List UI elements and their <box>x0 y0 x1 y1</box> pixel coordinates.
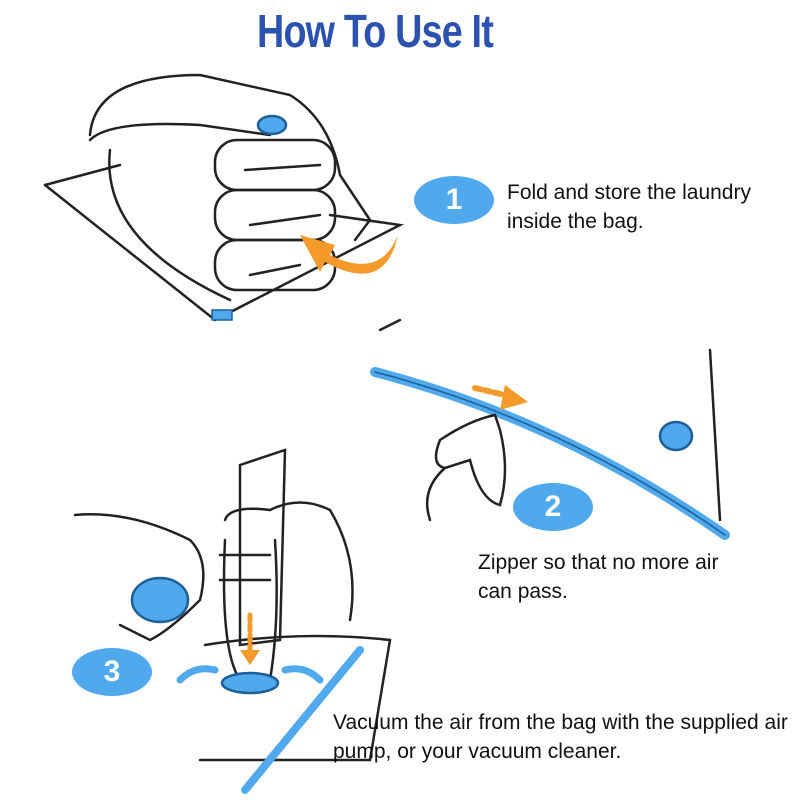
pump-illustration <box>73 448 392 794</box>
curved-arrow-icon <box>300 235 398 274</box>
step-1-badge: 1 <box>414 176 494 224</box>
step-2-text: Zipper so that no more air can pass. <box>478 551 719 603</box>
step-3-badge: 3 <box>72 648 152 696</box>
folded-laundry-bag-illustration <box>43 73 405 322</box>
page-title: How To Use It <box>257 5 494 57</box>
step-3-text: Vacuum the air from the bag with the sup… <box>333 711 788 763</box>
zipper-illustration <box>370 318 730 540</box>
step-2-badge: 2 <box>513 483 593 531</box>
step-1-text: Fold and store the laundry inside the ba… <box>507 181 751 233</box>
